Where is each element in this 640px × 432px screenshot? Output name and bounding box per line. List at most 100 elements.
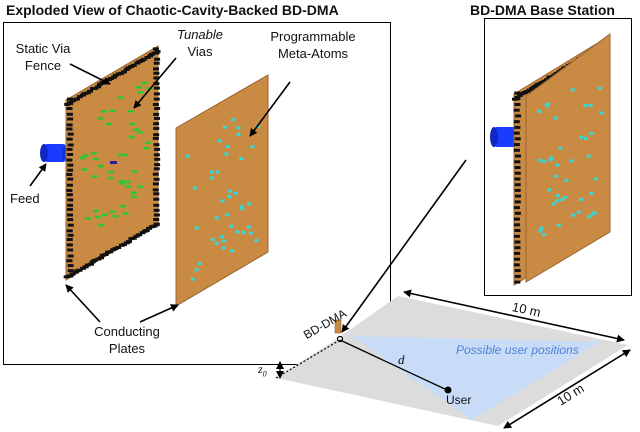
static-via — [110, 75, 117, 79]
exploded-view-title: Exploded View of Chaotic-Cavity-Backed B… — [6, 2, 339, 18]
bs-meta-atom — [555, 163, 560, 167]
tunable-via — [118, 180, 125, 183]
static-via — [112, 73, 119, 77]
static-via — [153, 143, 160, 147]
static-via — [66, 193, 73, 197]
static-via — [67, 132, 74, 136]
bs-static-via — [513, 206, 520, 210]
meta-atom — [221, 246, 226, 250]
tunable-via — [90, 151, 97, 155]
meta-atom — [215, 170, 220, 174]
bs-meta-atom — [579, 198, 584, 201]
static-via — [88, 262, 94, 266]
static-via — [153, 203, 160, 207]
static-via — [143, 229, 150, 232]
bs-static-via — [514, 177, 521, 181]
tunable-via — [122, 212, 129, 215]
tunable-via — [97, 117, 104, 120]
meta-atom — [228, 189, 233, 193]
bs-meta-atom — [599, 111, 604, 115]
static-via — [130, 236, 137, 240]
bs-static-via — [513, 131, 520, 135]
bs-static-via — [514, 257, 521, 261]
bs-static-via — [513, 148, 520, 152]
meta-atom — [194, 226, 199, 230]
static-via — [82, 265, 89, 269]
meta-atom — [246, 225, 251, 229]
static-via — [153, 86, 160, 90]
static-via — [153, 213, 160, 217]
tunable-via — [124, 185, 131, 188]
bs-meta-atom — [584, 136, 589, 140]
dim-arrow-right — [503, 349, 631, 429]
tunable-via — [120, 205, 127, 208]
bs-meta-atom — [554, 174, 559, 178]
static-via — [146, 226, 153, 230]
static-via — [67, 163, 74, 167]
feed-label: Feed — [10, 191, 40, 206]
meta-atom — [231, 118, 235, 122]
bs-meta-atom — [542, 159, 547, 163]
bs-static-via — [514, 280, 521, 284]
exploded-view-panel — [3, 22, 391, 365]
static-via — [153, 122, 160, 126]
bs-static-via — [514, 160, 521, 164]
tunable-via-arrow — [133, 57, 177, 109]
bs-meta-atom — [544, 104, 549, 108]
static-via — [154, 116, 160, 120]
static-via — [102, 253, 109, 256]
bs-meta-atom — [553, 116, 558, 120]
conducting-plates-label: Conducting Plates — [72, 323, 182, 357]
bs-static-via — [514, 143, 520, 147]
meta-atom — [239, 205, 244, 208]
bs-meta-atom — [563, 195, 568, 199]
bs-meta-atom — [590, 212, 595, 216]
tunable-via — [130, 191, 137, 194]
base-station-feed — [490, 127, 516, 147]
tunable-via — [112, 215, 119, 218]
meta-atom — [224, 152, 229, 156]
static-via — [154, 57, 161, 61]
bs-meta-atom — [537, 110, 542, 113]
tunable-via — [136, 131, 143, 134]
zoom-arrow — [341, 159, 467, 333]
bs-meta-atom — [546, 102, 550, 106]
meta-atom-plate — [175, 74, 269, 307]
static-via — [115, 246, 122, 249]
static-via — [153, 223, 160, 227]
static-via — [81, 92, 88, 96]
static-via — [130, 63, 137, 67]
bs-static-via — [531, 85, 538, 88]
static-via — [67, 153, 74, 156]
bs-meta-atom — [587, 215, 592, 218]
static-via — [153, 76, 160, 80]
bs-static-via — [526, 88, 533, 92]
tunable-via — [92, 157, 99, 161]
bs-static-via — [514, 188, 521, 192]
tunable-via — [105, 122, 112, 126]
bs-static-via — [529, 86, 536, 90]
static-via — [153, 218, 160, 221]
static-via — [153, 112, 160, 116]
bs-static-via — [514, 246, 521, 250]
tunable-via — [137, 91, 144, 94]
bs-meta-atom — [541, 233, 546, 237]
bs-static-via — [514, 137, 521, 141]
bs-meta-atoms — [537, 86, 604, 237]
static-via — [153, 177, 160, 181]
bs-static-via — [514, 234, 520, 238]
bs-static-via — [514, 274, 521, 278]
tunable-via — [119, 182, 126, 185]
height-line — [275, 339, 341, 379]
static-via — [154, 157, 161, 161]
tunable-via — [136, 185, 143, 188]
static-via — [153, 61, 160, 65]
static-via — [67, 168, 74, 172]
bs-meta-atom — [569, 159, 574, 163]
tunable-via — [85, 217, 92, 220]
meta-atoms-label-line1: Programmable — [270, 29, 356, 44]
static-via — [67, 274, 74, 278]
bs-static-via — [514, 103, 521, 106]
conducting-label-line1: Conducting — [94, 324, 160, 339]
static-via — [66, 123, 73, 127]
